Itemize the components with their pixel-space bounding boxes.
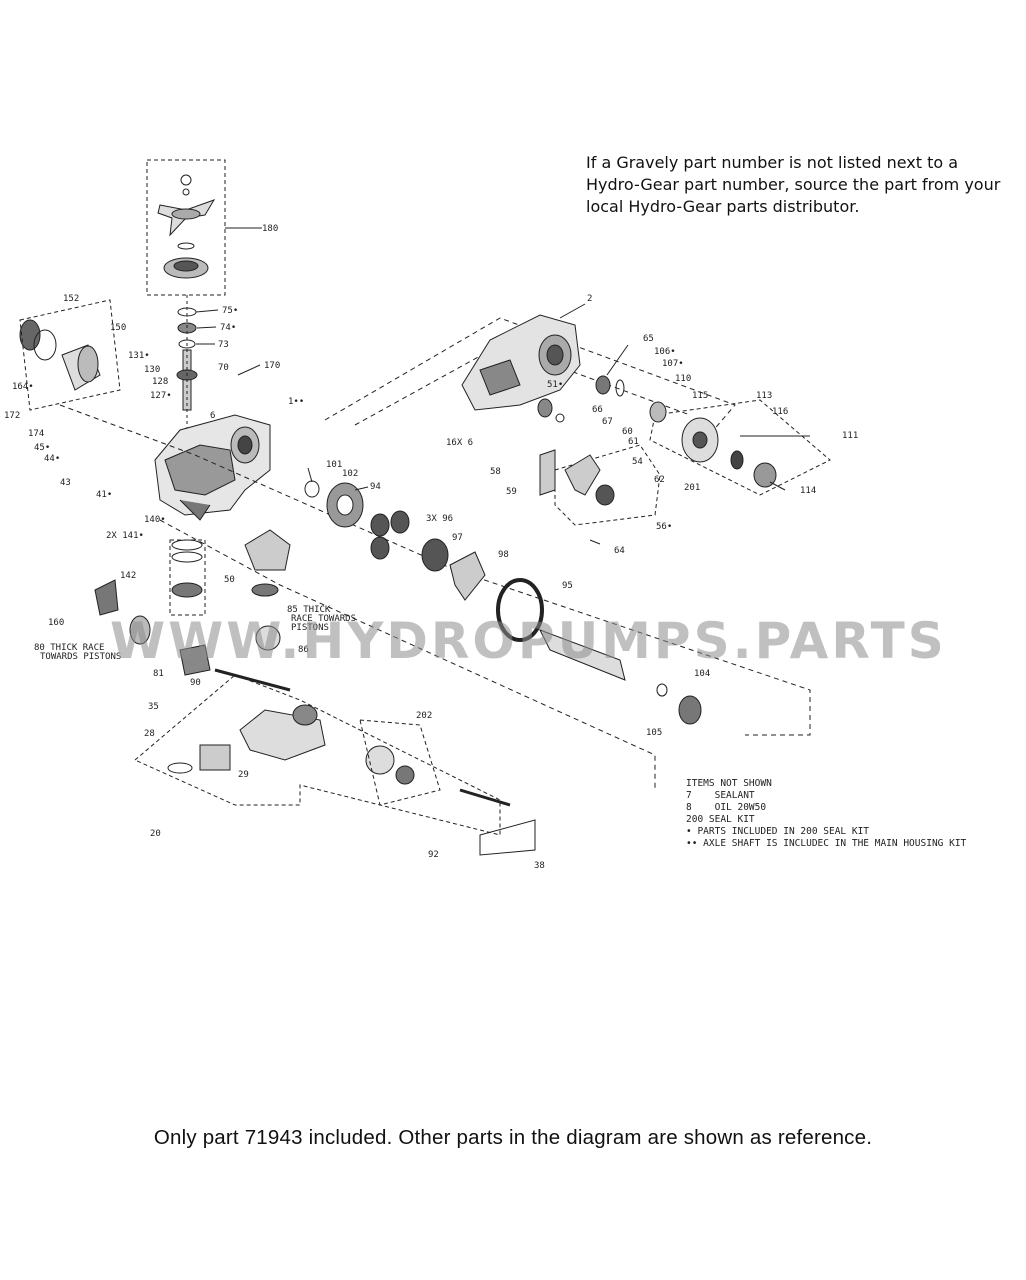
callout-label: 111	[842, 431, 858, 441]
callout-label: 170	[264, 361, 280, 371]
callout-label: 131•	[128, 351, 150, 361]
callout-label: 70	[218, 363, 229, 373]
callout-label: 1••	[288, 397, 304, 407]
callout-label: 95	[562, 581, 573, 591]
callout-label: 130	[144, 365, 160, 375]
items-not-shown-line: 7 SEALANT	[686, 790, 755, 801]
callout-label: 174	[28, 429, 44, 439]
callout-label: 114	[800, 486, 816, 496]
callout-label: 38	[534, 861, 545, 871]
wheel-hub	[649, 401, 777, 488]
callout-label: 80 THICK RACE	[34, 643, 104, 653]
callout-label: 202	[416, 711, 432, 721]
callout-label: 102	[342, 469, 358, 479]
fan-kit-box	[146, 159, 226, 296]
sourcing-note: If a Gravely part number is not listed n…	[586, 153, 1001, 216]
items-not-shown-line: 200 SEAL KIT	[686, 814, 755, 825]
callout-label: 85 THICK	[287, 605, 331, 615]
callout-label: 105	[646, 728, 662, 738]
callout-label: 115	[692, 391, 708, 401]
callout-label: 66	[592, 405, 603, 415]
callout-label: 92	[428, 850, 439, 860]
callout-label: 104	[694, 669, 710, 679]
callout-label: 150	[110, 323, 126, 333]
callout-label: 20	[150, 829, 161, 839]
callout-label: 51•	[547, 380, 563, 390]
footer-disclaimer: Only part 71943 included. Other parts in…	[153, 1126, 873, 1149]
callout-label: 152	[63, 294, 79, 304]
callout-label: 2X 141•	[106, 531, 144, 541]
input-shaft-stack	[176, 295, 198, 445]
callout-label: 142	[120, 571, 136, 581]
callout-label: 113	[756, 391, 772, 401]
callout-label: 16X 6	[446, 438, 473, 448]
callout-label: 59	[506, 487, 517, 497]
callout-label: 106•	[654, 347, 676, 357]
center-section	[94, 529, 291, 692]
callout-label: 2	[587, 294, 592, 304]
callout-label: 56•	[656, 522, 672, 532]
callout-label: 172	[4, 411, 20, 421]
fan-part	[157, 174, 216, 279]
callout-label: 65	[643, 334, 654, 344]
callout-label: 58	[490, 467, 501, 477]
callout-label: RACE TOWARDS	[291, 614, 356, 624]
main-housing	[154, 414, 271, 521]
callout-label: 94	[370, 482, 381, 492]
callout-label: 127•	[150, 391, 172, 401]
callout-label: 43	[60, 478, 71, 488]
gear-train	[304, 480, 702, 725]
callout-label: 75•	[222, 306, 238, 316]
callout-label: 97	[452, 533, 463, 543]
callout-label: 73	[218, 340, 229, 350]
callout-label: 35	[148, 702, 159, 712]
callout-label: TOWARDS PISTONS	[40, 652, 121, 662]
callout-label: 41•	[96, 490, 112, 500]
callout-label: 110	[675, 374, 691, 384]
callout-label: 3X 96	[426, 514, 453, 524]
callout-label: 101	[326, 460, 342, 470]
callout-label: 62	[654, 475, 665, 485]
callout-label: 61	[628, 437, 639, 447]
items-not-shown-line: 8 OIL 20W50	[686, 802, 767, 813]
callout-label: 64	[614, 546, 625, 556]
callout-label: 29	[238, 770, 249, 780]
callout-label: 81	[153, 669, 164, 679]
brake-arm	[539, 449, 615, 506]
callout-label: 160	[48, 618, 64, 628]
watermark: WWW.HYDROPUMPS.PARTS	[110, 612, 947, 670]
callout-label: 90	[190, 678, 201, 688]
callout-label: 28	[144, 729, 155, 739]
items-not-shown-line: • PARTS INCLUDED IN 200 SEAL KIT	[686, 826, 870, 837]
callout-label: 44•	[44, 454, 60, 464]
callout-label: 164•	[12, 382, 34, 392]
cooling-fan-kit	[19, 319, 101, 391]
callout-label: 107•	[662, 359, 684, 369]
callout-label: 140•	[144, 515, 166, 525]
items-not-shown-line: •• AXLE SHAFT IS INCLUDEC IN THE MAIN HO…	[686, 838, 967, 849]
callout-label: 74•	[220, 323, 236, 333]
callout-label: 116	[772, 407, 788, 417]
callout-label: 6	[210, 411, 215, 421]
callout-label: PISTONS	[291, 623, 329, 633]
callout-label: 67	[602, 417, 613, 427]
items-not-shown-list: ITEMS NOT SHOWN 7 SEALANT 8 OIL 20W50 20…	[686, 778, 966, 850]
callout-label: 201	[684, 483, 700, 493]
side-housing	[461, 314, 581, 411]
callout-label: 45•	[34, 443, 50, 453]
callout-label: 60	[622, 427, 633, 437]
callout-label: 54	[632, 457, 643, 467]
seal-ring-group	[537, 375, 625, 423]
callout-label: 180	[262, 224, 278, 234]
callout-label: 98	[498, 550, 509, 560]
callout-label: 50	[224, 575, 235, 585]
items-not-shown-title: ITEMS NOT SHOWN	[686, 778, 772, 789]
end-cap	[167, 704, 536, 856]
callout-label: 86	[298, 645, 309, 655]
callout-label: 128	[152, 377, 168, 387]
